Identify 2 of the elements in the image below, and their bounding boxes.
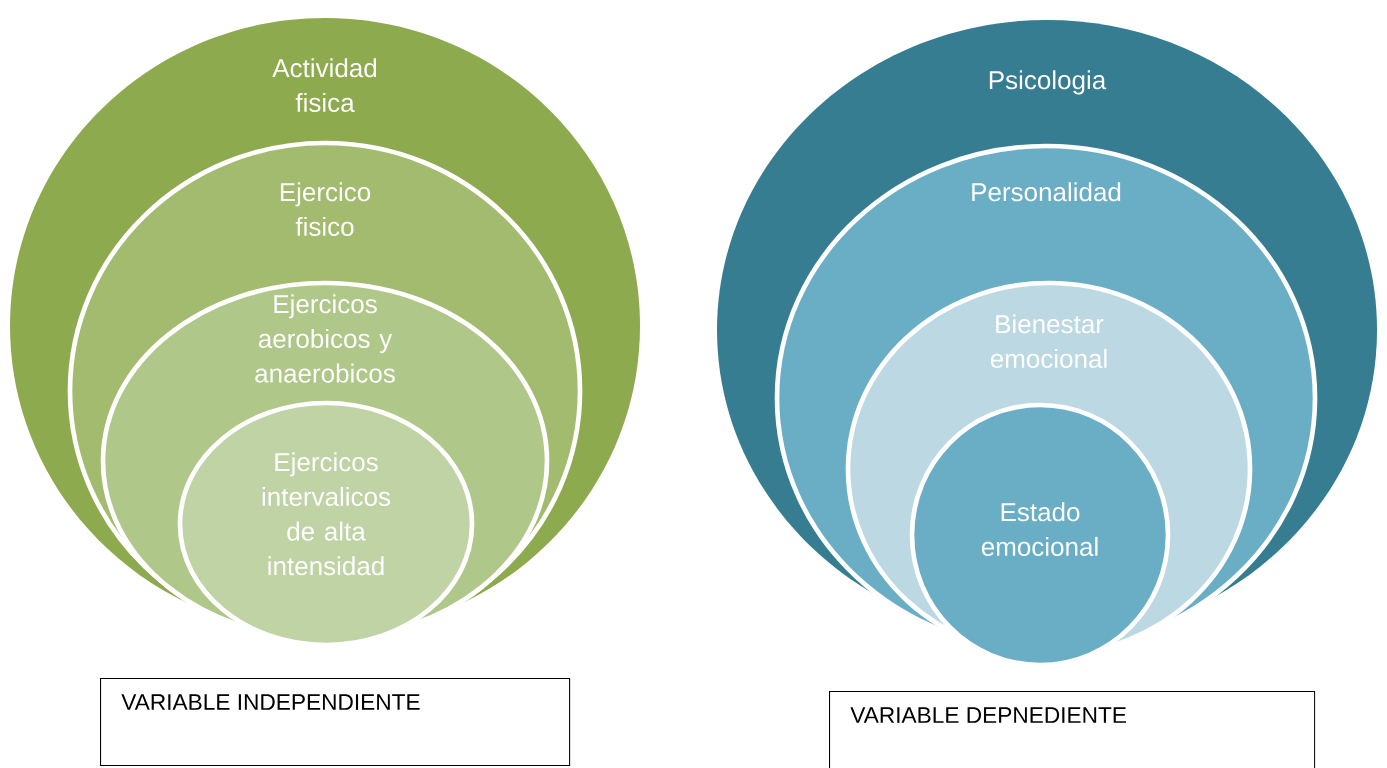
label-box: VARIABLE DEPNEDIENTE	[829, 691, 1316, 768]
label-box: VARIABLE INDEPENDIENTE	[100, 678, 571, 766]
